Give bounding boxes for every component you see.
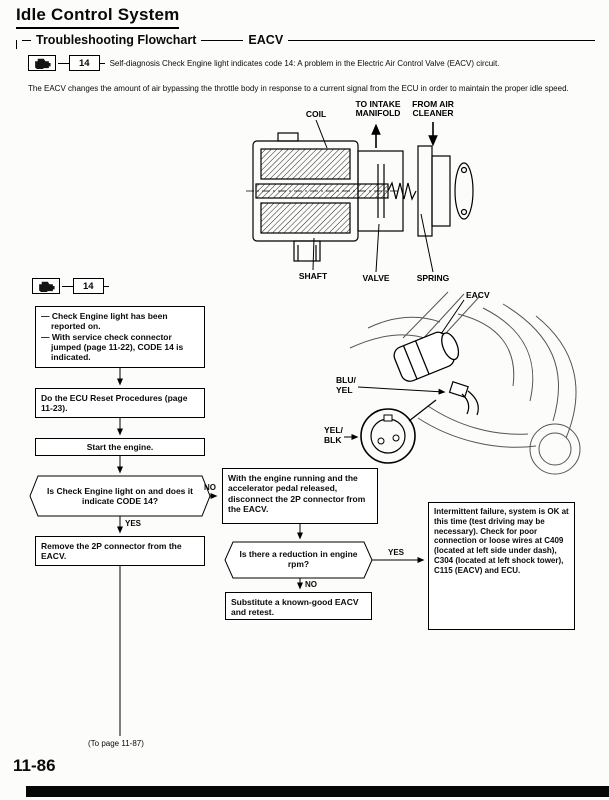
engine-label-blu-yel-1: BLU/ — [336, 375, 356, 385]
dtc-code-label: 14 — [79, 57, 90, 69]
flow-box-start-engine: Start the engine. — [35, 438, 205, 456]
section-header: Troubleshooting Flowchart EACV — [16, 33, 595, 49]
eacv-leader-line — [440, 299, 465, 335]
flow-box-reported: — Check Engine light has been reported o… — [35, 306, 205, 368]
section-title: Troubleshooting Flowchart — [36, 33, 197, 47]
valve-label-to-intake-1: TO INTAKE — [355, 99, 400, 109]
valve-label-shaft: SHAFT — [299, 271, 328, 281]
valve-label-from-air-1: FROM AIR — [412, 99, 454, 109]
continuation-note: (To page 11-87) — [88, 739, 144, 748]
flow-label-no: NO — [204, 483, 216, 492]
flow-decision-rpm: Is there a reduction in engine rpm? — [239, 549, 358, 570]
connector-lines — [117, 368, 425, 736]
valve-leader-lines — [312, 119, 434, 273]
flowchart-code-icons: 14 — [32, 278, 109, 294]
round-connector-view — [360, 399, 437, 464]
eacv-cross-section-diagram: COIL TO INTAKE MANIFOLD FROM AIR CLEANER… — [246, 99, 474, 283]
valve-label-valve: VALVE — [362, 273, 389, 283]
flow-box-reported-item: — With service check connector jumped (p… — [41, 331, 184, 363]
valve-label-coil: COIL — [306, 109, 326, 119]
dtc-code-box: 14 — [68, 278, 109, 294]
section-rule-segment — [201, 39, 244, 41]
valve-label-to-intake-2: MANIFOLD — [356, 108, 401, 118]
dtc-code-label: 14 — [83, 280, 94, 292]
flow-label-rpm-yes: YES — [388, 548, 405, 557]
engine-label-eacv: EACV — [466, 290, 490, 300]
blu-yel-arrow — [357, 386, 446, 395]
flow-decision-code14: Is Check Engine light on and does it ind… — [47, 486, 193, 507]
check-engine-icon — [32, 278, 60, 294]
eacv-body — [393, 331, 460, 382]
engine-symbol-icon — [39, 281, 55, 292]
engine-symbol-icon — [35, 58, 51, 69]
engine-label-yel-blk-1: YEL/ — [324, 425, 344, 435]
page-number: 11-86 — [13, 756, 56, 775]
flow-label-rpm-no: NO — [305, 580, 317, 589]
dtc-code-box: 14 — [64, 55, 105, 71]
flow-box-substitute: Substitute a known-good EACV and retest. — [225, 592, 372, 620]
valve-body-drawing — [246, 132, 474, 262]
decision-shape-code14 — [29, 475, 211, 517]
valve-label-spring: SPRING — [417, 273, 450, 283]
eacv-wire-connector — [448, 381, 479, 416]
page-title: Idle Control System — [16, 5, 180, 29]
icon-link-dash — [62, 285, 71, 287]
flow-box-remove-connector: Remove the 2P connector from the EACV. — [35, 536, 205, 566]
self-diagnosis-text: Self-diagnosis Check Engine light indica… — [109, 58, 500, 68]
decision-shape-rpm — [224, 541, 373, 579]
bottom-bar — [26, 786, 609, 797]
section-rule-segment — [22, 39, 31, 41]
eacv-description: The EACV changes the amount of air bypas… — [28, 84, 569, 93]
valve-label-from-air-2: CLEANER — [412, 108, 453, 118]
engine-label-yel-blk-2: BLK — [324, 435, 342, 445]
self-diagnosis-row: 14 Self-diagnosis Check Engine light ind… — [28, 55, 588, 71]
flow-box-reported-item: — Check Engine light has been reported o… — [41, 311, 168, 332]
flow-box-intermittent: Intermittent failure, system is OK at th… — [428, 502, 575, 630]
check-engine-icon — [28, 55, 56, 71]
section-tag-eacv: EACV — [248, 33, 284, 47]
icon-link-dash — [58, 62, 67, 64]
flow-label-yes: YES — [125, 519, 142, 528]
flow-box-disconnect: With the engine running and the accelera… — [222, 468, 378, 524]
section-rule-tick — [16, 39, 17, 49]
engine-label-blu-yel-2: YEL — [336, 385, 353, 395]
section-rule-segment — [288, 39, 595, 41]
engine-background-lines — [349, 291, 581, 475]
flow-box-ecu-reset: Do the ECU Reset Procedures (page 11-23)… — [35, 388, 205, 418]
engine-bay-illustration: EACV BLU/ YEL YEL/ BLK — [324, 290, 581, 475]
